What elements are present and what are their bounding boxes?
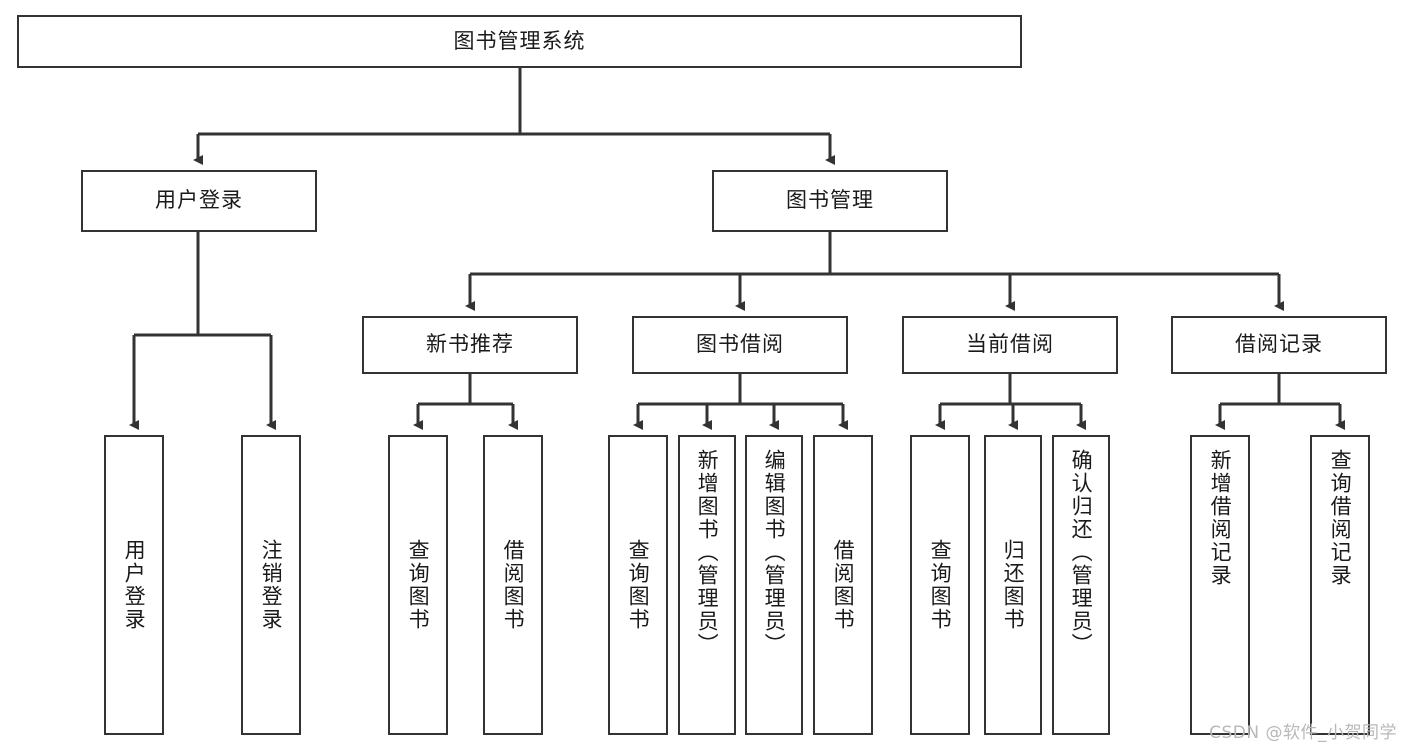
user-login-label: 用户登录 bbox=[155, 188, 243, 213]
current-borrow-label: 当前借阅 bbox=[966, 332, 1054, 357]
current-borrow[interactable]: 当前借阅 bbox=[902, 316, 1118, 374]
watermark-text: CSDN @软件_小贺同学 bbox=[1209, 723, 1397, 743]
leaf-return-book[interactable]: 归还图书 bbox=[984, 435, 1042, 735]
leaf-query-borrow-record-label: 查询借阅记录 bbox=[1328, 449, 1353, 587]
root[interactable]: 图书管理系统 bbox=[17, 15, 1022, 68]
user-login[interactable]: 用户登录 bbox=[81, 170, 317, 232]
leaf-borrow-book-label: 借阅图书 bbox=[831, 539, 856, 631]
leaf-query-book-rec[interactable]: 查询图书 bbox=[388, 435, 448, 735]
leaf-add-book[interactable]: 新增图书（管理员） bbox=[678, 435, 736, 735]
leaf-query-book-borrow[interactable]: 查询图书 bbox=[608, 435, 668, 735]
leaf-add-borrow-record-label: 新增借阅记录 bbox=[1208, 449, 1233, 587]
root-label: 图书管理系统 bbox=[453, 28, 586, 53]
leaf-return-book-label: 归还图书 bbox=[1001, 539, 1026, 631]
leaf-query-borrow-record[interactable]: 查询借阅记录 bbox=[1310, 435, 1370, 735]
new-book-rec-label: 新书推荐 bbox=[426, 332, 514, 357]
leaf-user-logout[interactable]: 注销登录 bbox=[241, 435, 301, 735]
leaf-user-login-label: 用户登录 bbox=[122, 539, 147, 631]
leaf-query-book-current[interactable]: 查询图书 bbox=[910, 435, 970, 735]
leaf-add-borrow-record[interactable]: 新增借阅记录 bbox=[1190, 435, 1250, 735]
leaf-user-logout-label: 注销登录 bbox=[259, 539, 284, 631]
leaf-confirm-return[interactable]: 确认归还（管理员） bbox=[1052, 435, 1110, 735]
book-manage[interactable]: 图书管理 bbox=[712, 170, 948, 232]
leaf-edit-book-label: 编辑图书（管理员） bbox=[762, 449, 787, 656]
leaf-add-book-label: 新增图书（管理员） bbox=[695, 449, 720, 656]
book-manage-label: 图书管理 bbox=[786, 188, 874, 213]
leaf-edit-book[interactable]: 编辑图书（管理员） bbox=[745, 435, 803, 735]
leaf-user-login[interactable]: 用户登录 bbox=[104, 435, 164, 735]
leaf-confirm-return-label: 确认归还（管理员） bbox=[1069, 449, 1094, 656]
book-borrow[interactable]: 图书借阅 bbox=[632, 316, 848, 374]
borrow-record-label: 借阅记录 bbox=[1235, 332, 1323, 357]
book-borrow-label: 图书借阅 bbox=[696, 332, 784, 357]
leaf-borrow-book-rec[interactable]: 借阅图书 bbox=[483, 435, 543, 735]
leaf-query-book-current-label: 查询图书 bbox=[928, 539, 953, 631]
borrow-record[interactable]: 借阅记录 bbox=[1171, 316, 1387, 374]
leaf-query-book-rec-label: 查询图书 bbox=[406, 539, 431, 631]
new-book-rec[interactable]: 新书推荐 bbox=[362, 316, 578, 374]
leaf-query-book-borrow-label: 查询图书 bbox=[626, 539, 651, 631]
leaf-borrow-book[interactable]: 借阅图书 bbox=[813, 435, 873, 735]
leaf-borrow-book-rec-label: 借阅图书 bbox=[501, 539, 526, 631]
